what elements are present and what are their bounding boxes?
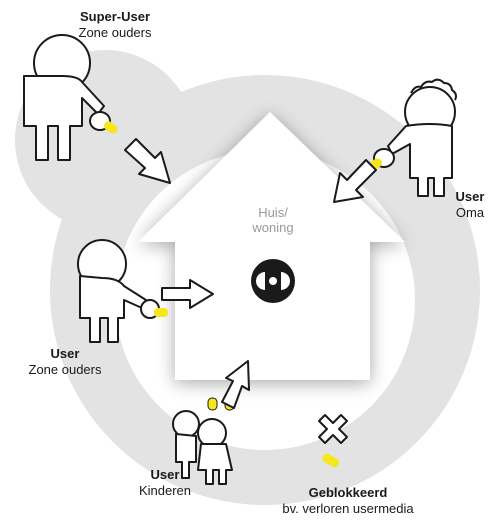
super-user-desc: Zone ouders <box>79 25 152 40</box>
house-label-line2: woning <box>238 220 308 235</box>
logo-icon <box>251 259 295 303</box>
oma-role: User <box>448 189 492 205</box>
kids-role: User <box>130 467 200 483</box>
parent-label: User Zone ouders <box>20 346 110 378</box>
parent-role: User <box>20 346 110 362</box>
super-user-role: Super-User <box>60 9 170 25</box>
blocked-role: Geblokkeerd <box>268 485 428 501</box>
oma-label: User Oma <box>448 189 492 221</box>
house-label-line1: Huis/ <box>238 205 308 220</box>
house-label: Huis/ woning <box>238 205 308 235</box>
kids-desc: Kinderen <box>139 483 191 498</box>
parent-desc: Zone ouders <box>29 362 102 377</box>
oma-desc: Oma <box>456 205 484 220</box>
kids-label: User Kinderen <box>130 467 200 499</box>
blocked-label: Geblokkeerd bv. verloren usermedia <box>268 485 428 517</box>
blocked-desc: bv. verloren usermedia <box>282 501 413 516</box>
super-user-label: Super-User Zone ouders <box>60 9 170 41</box>
